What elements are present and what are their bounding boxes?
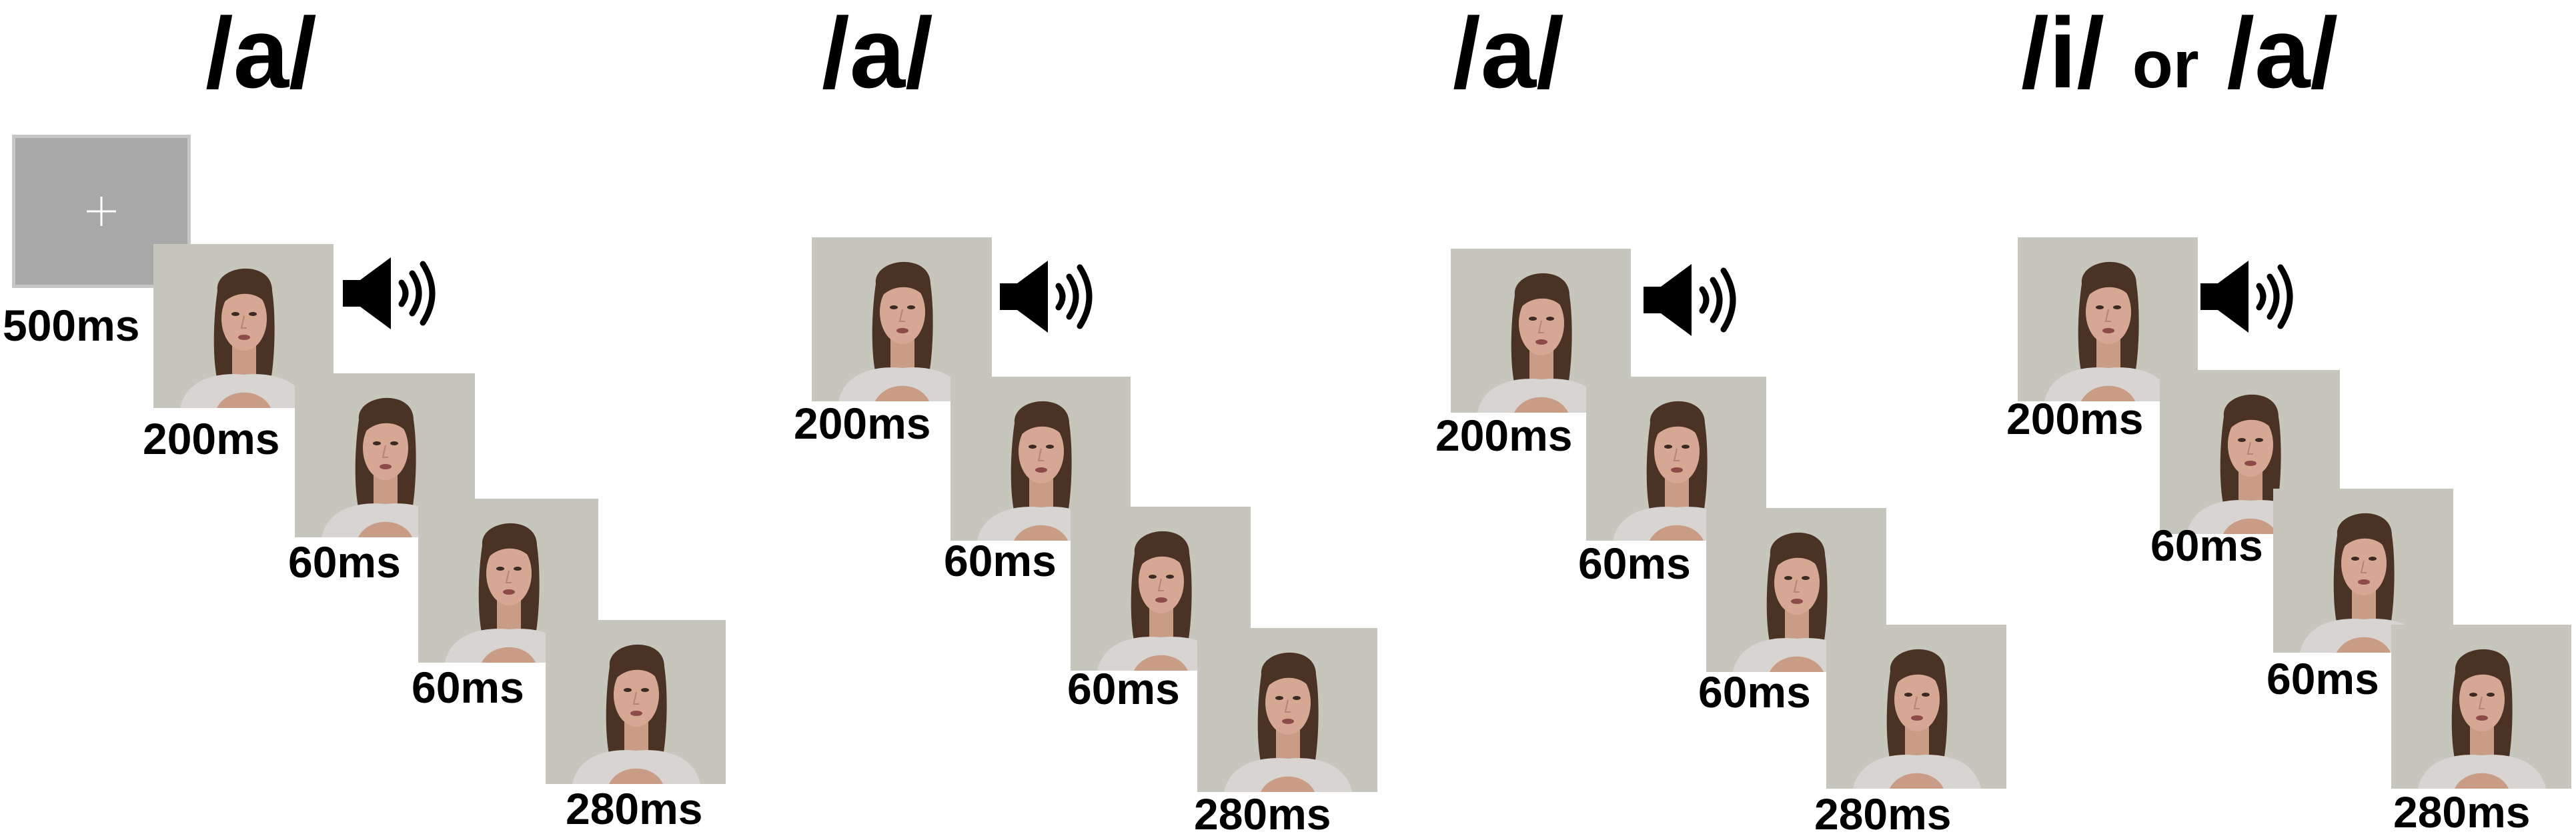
face-frame bbox=[1197, 628, 1377, 792]
duration-label: 280ms bbox=[1194, 789, 1331, 839]
speaker-icon bbox=[340, 253, 440, 333]
duration-label: 200ms bbox=[143, 414, 280, 463]
face-frame bbox=[546, 620, 726, 784]
vowel-a-text: /a/ bbox=[2226, 0, 2339, 109]
duration-label: 60ms bbox=[944, 536, 1057, 585]
face-image bbox=[1826, 625, 2006, 789]
fixation-cross-icon bbox=[87, 197, 116, 226]
duration-label: 280ms bbox=[1814, 789, 1952, 839]
face-image bbox=[546, 620, 726, 784]
vowel-i-text: /i/ bbox=[2021, 0, 2105, 109]
duration-label: 200ms bbox=[2006, 394, 2144, 443]
sequence-1-title: /a/ bbox=[205, 0, 317, 109]
duration-label: 60ms bbox=[1578, 539, 1691, 588]
duration-label: 200ms bbox=[794, 399, 931, 448]
duration-label: 60ms bbox=[1698, 667, 1811, 717]
face-image bbox=[2391, 625, 2571, 789]
fixation-screen bbox=[12, 135, 191, 288]
sequence-3-title: /a/ bbox=[1453, 0, 1564, 109]
speaker-icon bbox=[2198, 257, 2298, 337]
face-frame bbox=[2391, 625, 2571, 789]
or-text: or bbox=[2132, 27, 2199, 102]
face-frame bbox=[1826, 625, 2006, 789]
sequence-2-title: /a/ bbox=[822, 0, 933, 109]
fixation-duration-label: 500ms bbox=[3, 301, 140, 350]
duration-label: 60ms bbox=[288, 537, 401, 587]
duration-label: 280ms bbox=[566, 784, 703, 833]
face-image bbox=[1197, 628, 1377, 792]
duration-label: 280ms bbox=[2393, 787, 2531, 837]
speaker-icon bbox=[1641, 260, 1741, 340]
duration-label: 200ms bbox=[1435, 411, 1573, 460]
duration-label: 60ms bbox=[2150, 521, 2263, 570]
duration-label: 60ms bbox=[1067, 664, 1180, 713]
duration-label: 60ms bbox=[2267, 654, 2379, 703]
duration-label: 60ms bbox=[412, 663, 524, 712]
speaker-icon bbox=[997, 257, 1097, 337]
sequence-4-title: /i/ or /a/ bbox=[2021, 3, 2338, 103]
